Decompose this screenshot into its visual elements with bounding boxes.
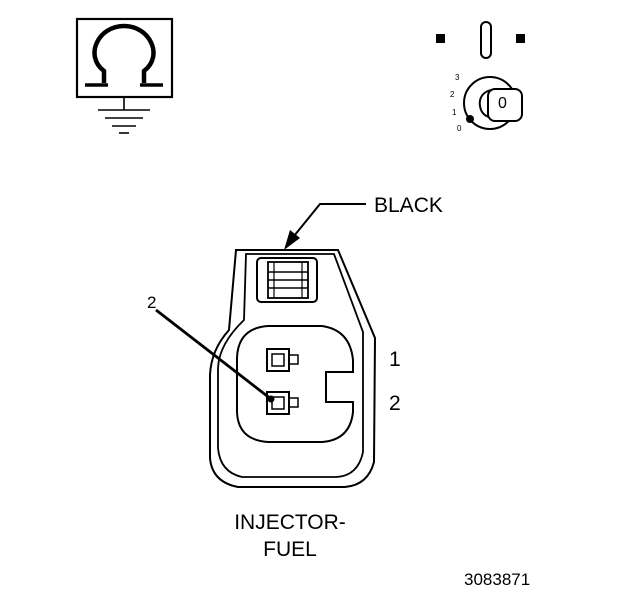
ignition-switch-icon	[436, 21, 525, 130]
component-caption-line-1: INJECTOR-	[234, 511, 346, 534]
ignition-position-3: 3	[455, 73, 460, 82]
pin-terminal-1	[266, 348, 299, 372]
test-probe-lead	[155, 308, 275, 403]
component-caption-line-2: FUEL	[263, 538, 317, 561]
ignition-key-label: 0	[498, 95, 507, 112]
pin-label-1: 1	[389, 348, 401, 371]
pin-label-2: 2	[389, 392, 401, 415]
connector-color-label: BLACK	[374, 194, 443, 217]
connector-housing	[209, 249, 377, 488]
ignition-position-0: 0	[457, 124, 462, 133]
ignition-position-2: 2	[450, 90, 455, 99]
figure-id: 3083871	[464, 570, 531, 589]
ignition-position-1: 1	[452, 108, 457, 117]
ohmmeter-icon	[75, 17, 174, 134]
pin-terminal-2	[266, 391, 299, 415]
probe-pin-label: 2	[147, 293, 157, 312]
color-leader-arrow	[284, 203, 366, 250]
